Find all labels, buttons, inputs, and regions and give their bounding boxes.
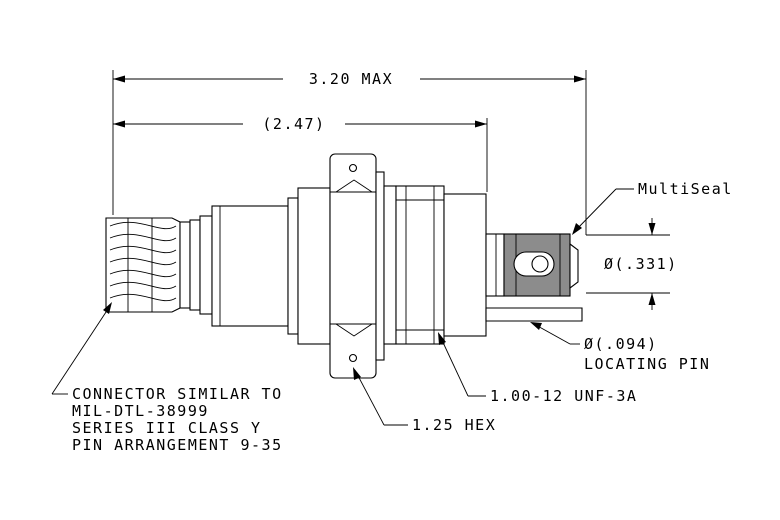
locating-pin-label: LOCATING PIN [584, 355, 710, 373]
dimension-reference-length: (2.47) [113, 115, 488, 192]
front-nose [485, 233, 579, 297]
connector-note-line-2: MIL-DTL-38999 [72, 402, 209, 420]
callout-locating-pin: Ø(.094) LOCATING PIN [530, 322, 710, 373]
locating-pin [485, 307, 583, 322]
hex-label: 1.25 HEX [412, 416, 496, 434]
locating-pin-diameter-label: Ø(.094) [584, 335, 658, 353]
dimension-overall-length: 3.20 MAX [112, 70, 587, 235]
callout-hex: 1.25 HEX [353, 367, 496, 434]
overall-length-label: 3.20 MAX [309, 70, 393, 88]
seal-diameter-label: Ø(.331) [604, 255, 678, 273]
dimension-seal-diameter: Ø(.331) [586, 218, 678, 310]
mounting-thread [383, 185, 487, 345]
hex-nut [329, 153, 385, 379]
connector-note-line-1: CONNECTOR SIMILAR TO [72, 385, 283, 403]
plug-barrel [211, 187, 331, 345]
connector-body [105, 153, 583, 379]
ribbed-collar [179, 215, 213, 315]
connector-note-line-3: SERIES III CLASS Y [72, 419, 262, 437]
callout-connector: CONNECTOR SIMILAR TO MIL-DTL-38999 SERIE… [51, 302, 283, 454]
threaded-backshell [105, 217, 181, 313]
reference-length-label: (2.47) [262, 115, 325, 133]
callout-multiseal: MultiSeal [572, 180, 733, 235]
multiseal-label: MultiSeal [638, 180, 733, 198]
callout-thread: 1.00-12 UNF-3A [438, 332, 637, 405]
connector-note-line-4: PIN ARRANGEMENT 9-35 [72, 436, 283, 454]
thread-label: 1.00-12 UNF-3A [490, 387, 637, 405]
